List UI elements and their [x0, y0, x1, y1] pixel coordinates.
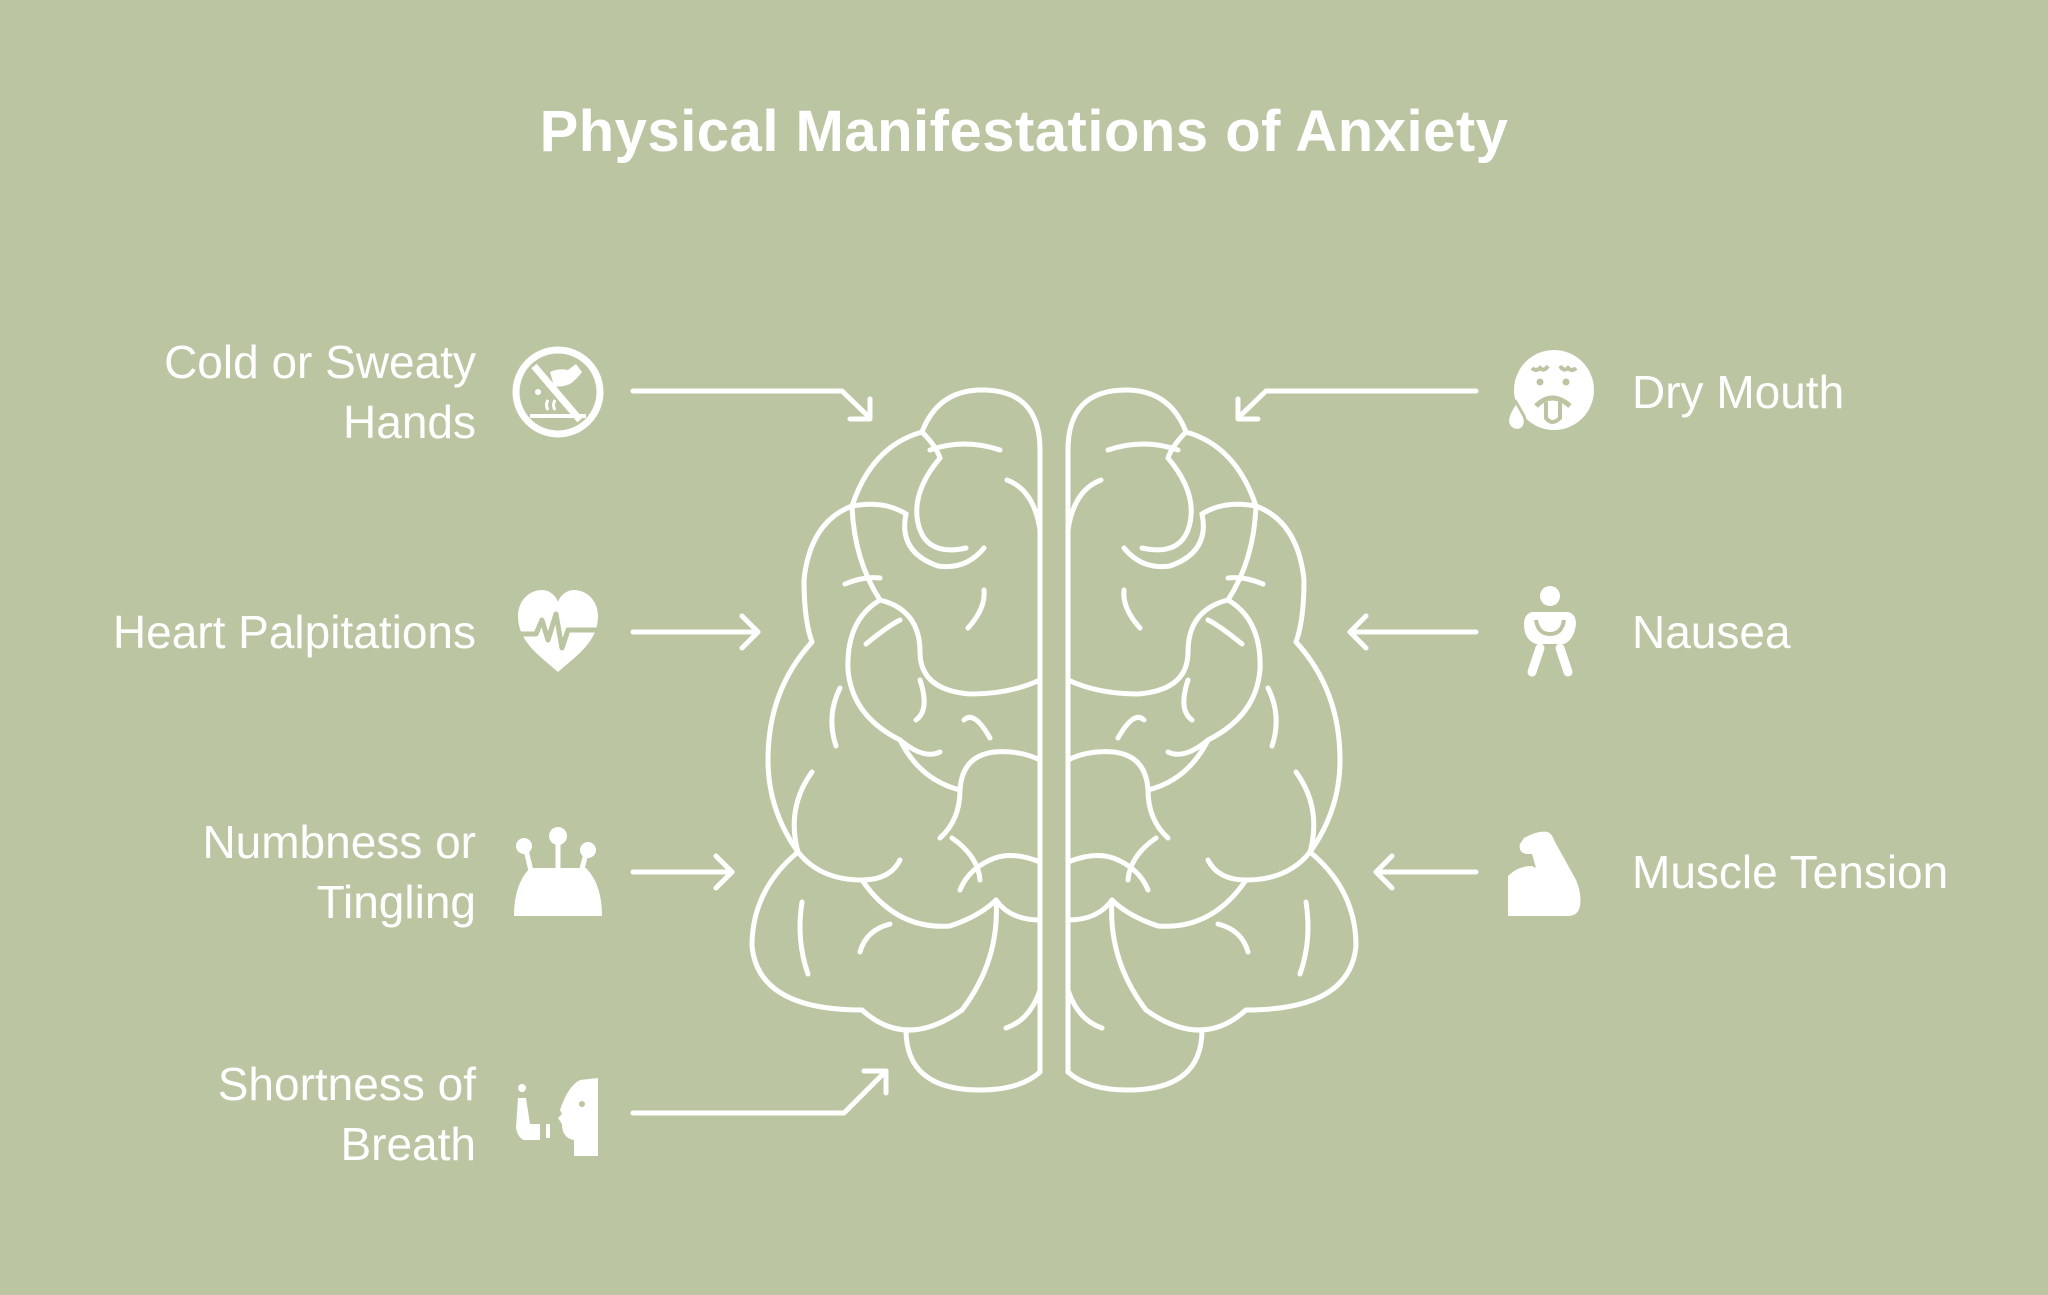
brain-left-hemisphere [749, 387, 1043, 1093]
label-shortness-of-breath: Shortness of Breath [217, 1058, 476, 1170]
heart-pulse-icon [518, 590, 598, 672]
dry-mouth-face-icon [1506, 350, 1594, 432]
label-muscle-tension: Muscle Tension [1632, 846, 1949, 898]
label-numbness-tingling: Numbness or Tingling [202, 816, 476, 928]
pin-cushion-icon [514, 827, 602, 916]
inhaler-face-icon [516, 1078, 598, 1156]
diagram-title: Physical Manifestations of Anxiety [539, 99, 1509, 164]
arrow-shortness-of-breath [630, 1068, 889, 1116]
arrow-nausea [1347, 613, 1479, 651]
no-sweaty-hand-icon [512, 346, 604, 438]
label-cold-sweaty-hands: Cold or Sweaty Hands [164, 336, 476, 448]
arrow-muscle-tension [1373, 853, 1479, 891]
arrow-cold-sweaty-hands [630, 388, 873, 422]
nauseous-person-icon [1524, 586, 1576, 677]
brain-right-hemisphere [1065, 387, 1359, 1093]
label-heart-palpitations: Heart Palpitations [112, 606, 476, 658]
arrow-dry-mouth [1235, 388, 1479, 422]
label-dry-mouth: Dry Mouth [1632, 366, 1845, 418]
arrow-numbness-tingling [630, 853, 735, 891]
brain-icon [749, 387, 1359, 1093]
flexed-bicep-icon [1508, 831, 1581, 916]
label-nausea: Nausea [1632, 606, 1791, 658]
arrow-heart-palpitations [630, 613, 761, 651]
